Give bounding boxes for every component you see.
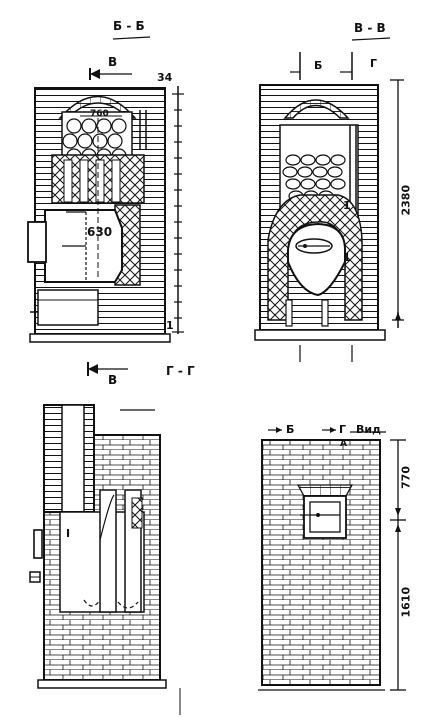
view-a-mark-b: Б (286, 423, 295, 436)
section-bb-arrow-top-label: В (108, 55, 118, 69)
section-bb-dim-760: 760 (90, 109, 109, 119)
section-vv-mark-1b: 1 (343, 251, 351, 264)
view-a-dim-1610: 1610 (399, 586, 413, 618)
section-gg-title: Г - Г (166, 364, 195, 378)
section-bb-arrow-bottom-label: В (108, 373, 118, 387)
section-bb-drawing (27, 36, 184, 376)
section-bb-scale-bottom: 1 (166, 319, 174, 332)
section-bb-dim-630: 630 (87, 225, 113, 239)
view-a-drawing (258, 427, 406, 691)
section-vv-dim-2380: 2380 (399, 184, 413, 216)
view-a-mark-g: Г (339, 423, 347, 436)
section-bb-title: Б - Б (113, 19, 145, 33)
section-vv-mark-b: Б (314, 59, 323, 72)
section-vv-title: В - В (354, 21, 386, 35)
section-gg-drawing (29, 404, 181, 715)
section-vv-mark-1a: 1 (343, 199, 351, 212)
view-a-mark-a: А (340, 439, 347, 449)
section-gg-mark-i: I (66, 527, 71, 540)
section-bb-scale-top: 34 (157, 71, 173, 84)
section-vv-drawing (254, 37, 404, 362)
view-a-dim-770: 770 (399, 466, 413, 489)
view-a-title: Вид (356, 423, 381, 436)
section-vv-mark-g: Г (370, 57, 378, 70)
